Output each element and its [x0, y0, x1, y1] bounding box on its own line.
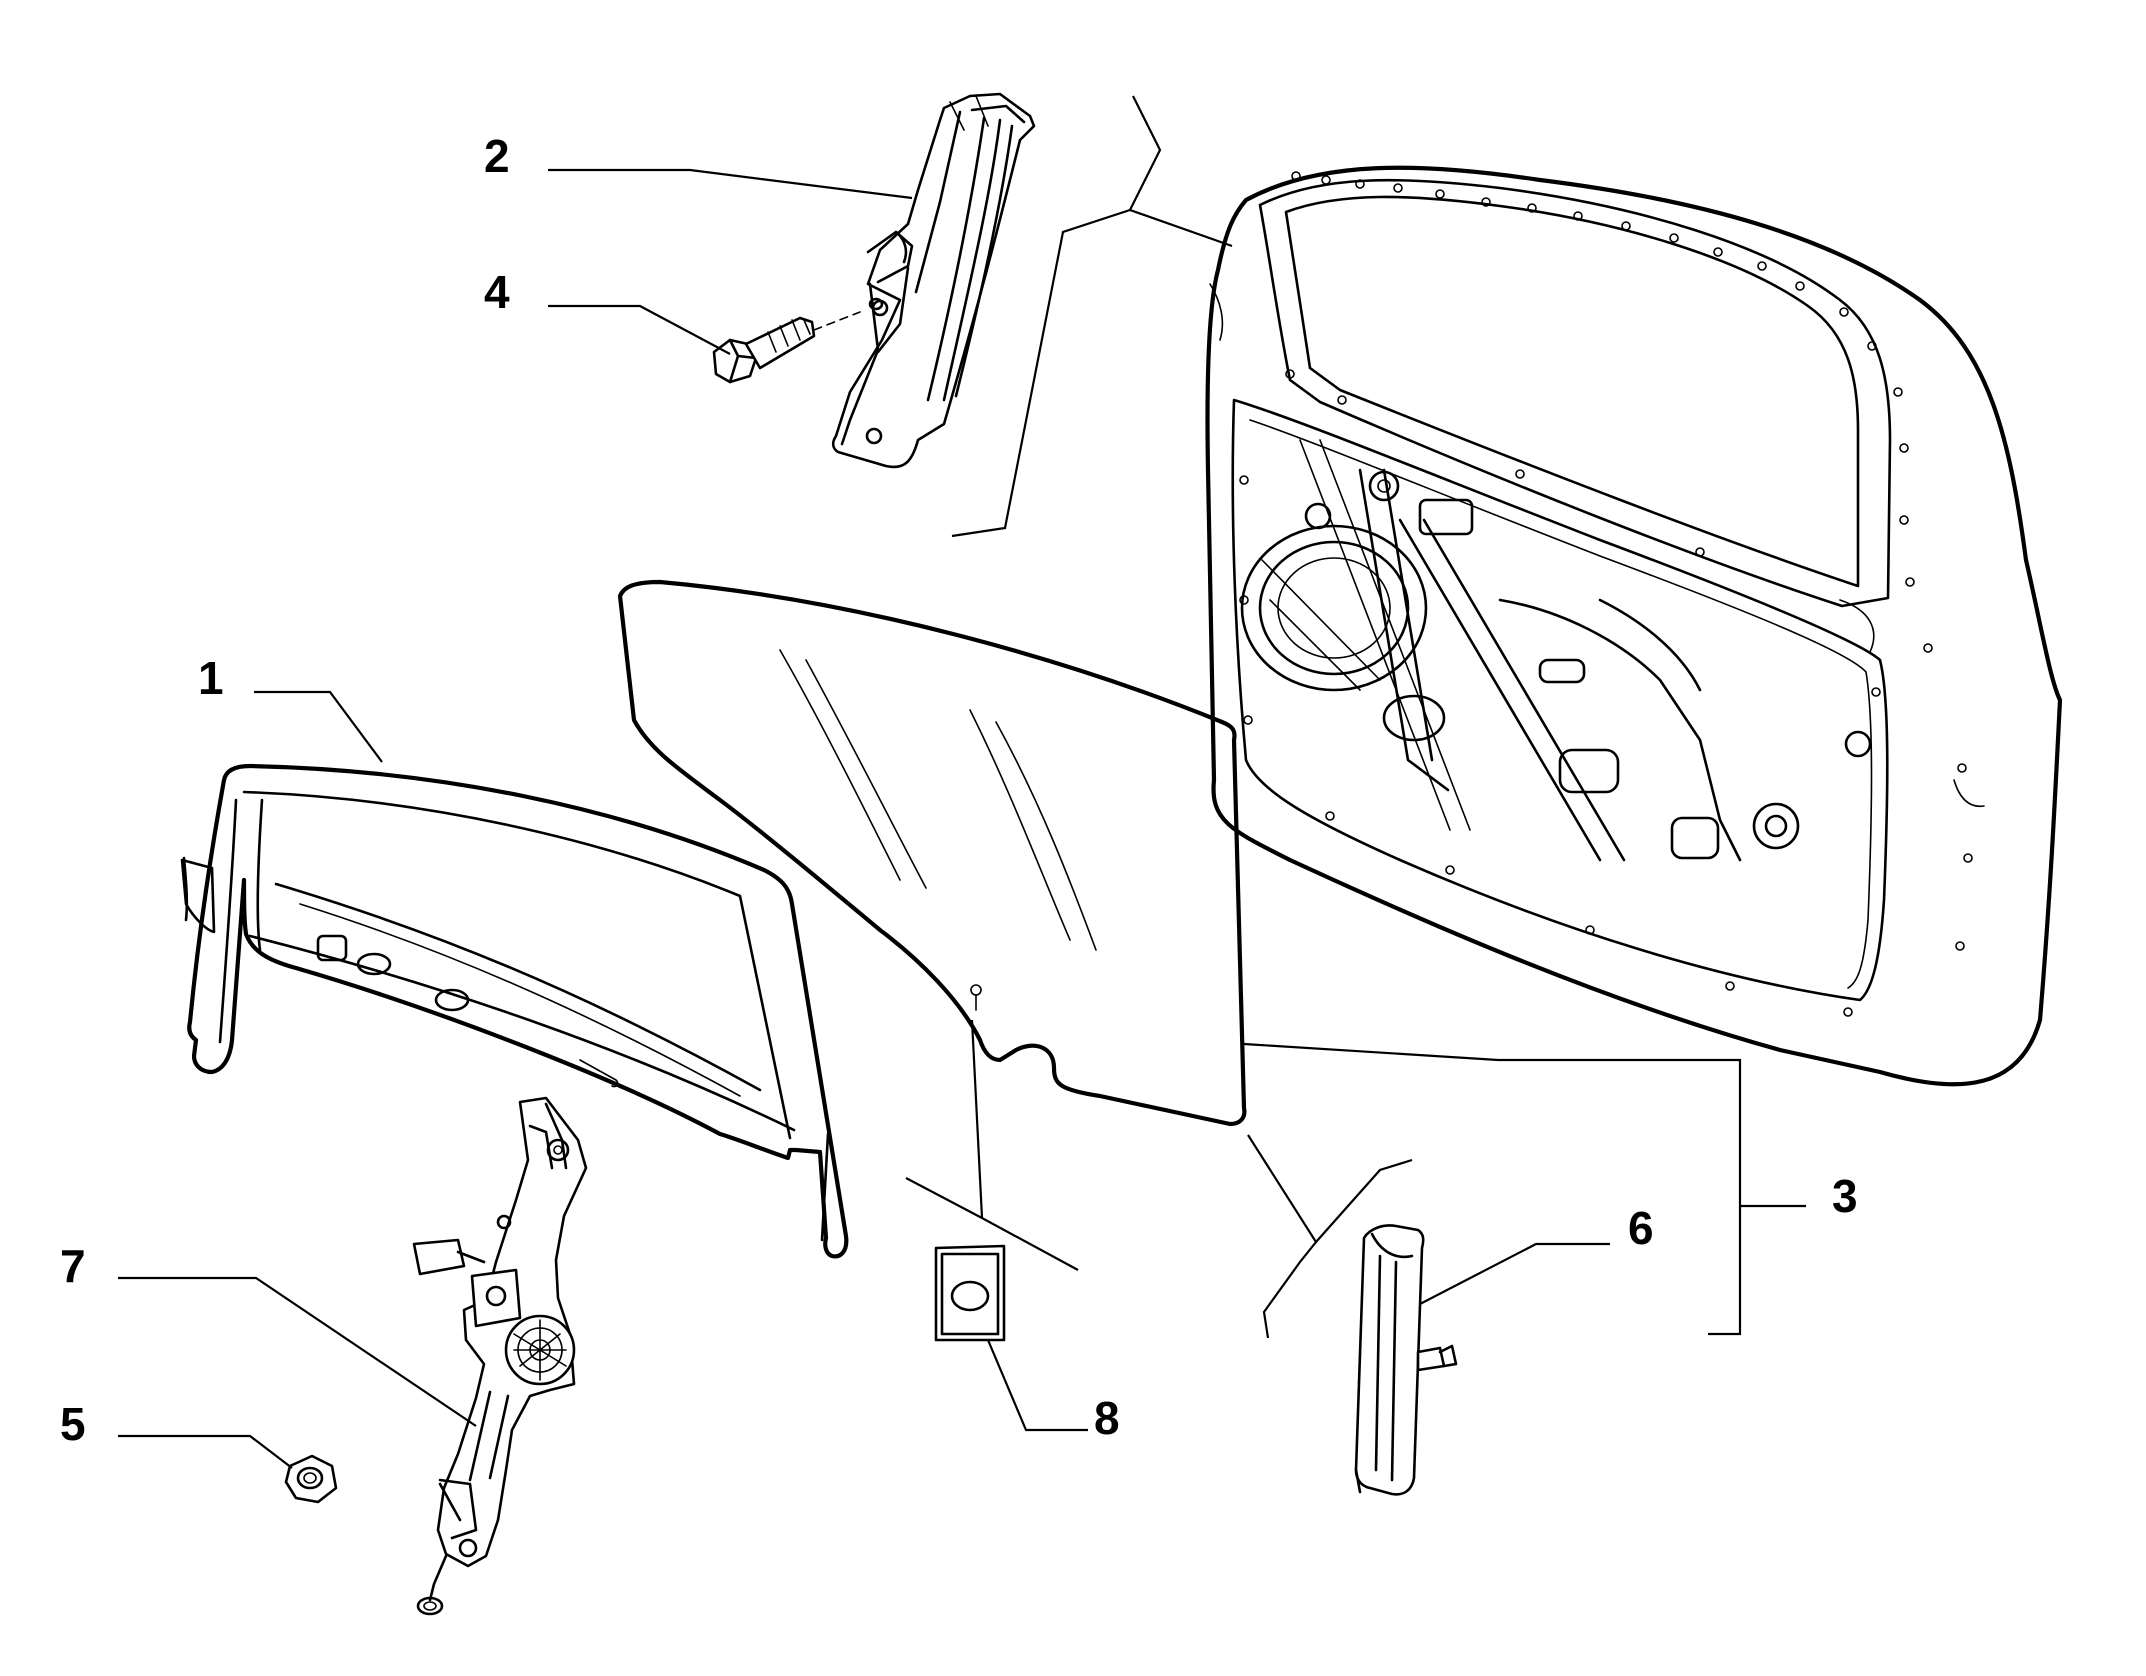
front-guide-rail	[1354, 1224, 1458, 1496]
glass-run-channel	[180, 763, 849, 1259]
leader-lines	[118, 168, 1806, 1469]
leader-2	[548, 168, 913, 200]
rear-guide-channel	[831, 92, 1036, 469]
nut	[284, 1454, 338, 1504]
callout-1: 1	[198, 652, 224, 704]
callout-4: 4	[484, 266, 510, 318]
callout-2: 2	[484, 130, 510, 182]
callout-6: 6	[1628, 1202, 1654, 1254]
window-glass	[617, 579, 1247, 1127]
leader-8	[986, 1339, 1088, 1432]
leader-5	[118, 1434, 293, 1469]
door-shell	[1205, 165, 2063, 1087]
leader-7	[118, 1276, 477, 1427]
leader-6	[1419, 1242, 1610, 1305]
break-line-glass	[905, 1019, 1079, 1271]
callouts: 1 2 3 4 5 6 7 8	[60, 130, 1858, 1450]
leader-3	[1243, 1042, 1806, 1336]
callout-7: 7	[60, 1240, 86, 1292]
callout-5: 5	[60, 1398, 86, 1450]
break-line-upper	[951, 95, 1233, 538]
bolt	[712, 297, 884, 384]
pad	[934, 1244, 1006, 1342]
callout-3: 3	[1832, 1170, 1858, 1222]
break-line-lower	[1247, 1134, 1413, 1339]
leader-1	[254, 690, 383, 763]
window-regulator	[412, 1096, 588, 1616]
leader-4	[548, 304, 731, 355]
callout-8: 8	[1094, 1392, 1120, 1444]
